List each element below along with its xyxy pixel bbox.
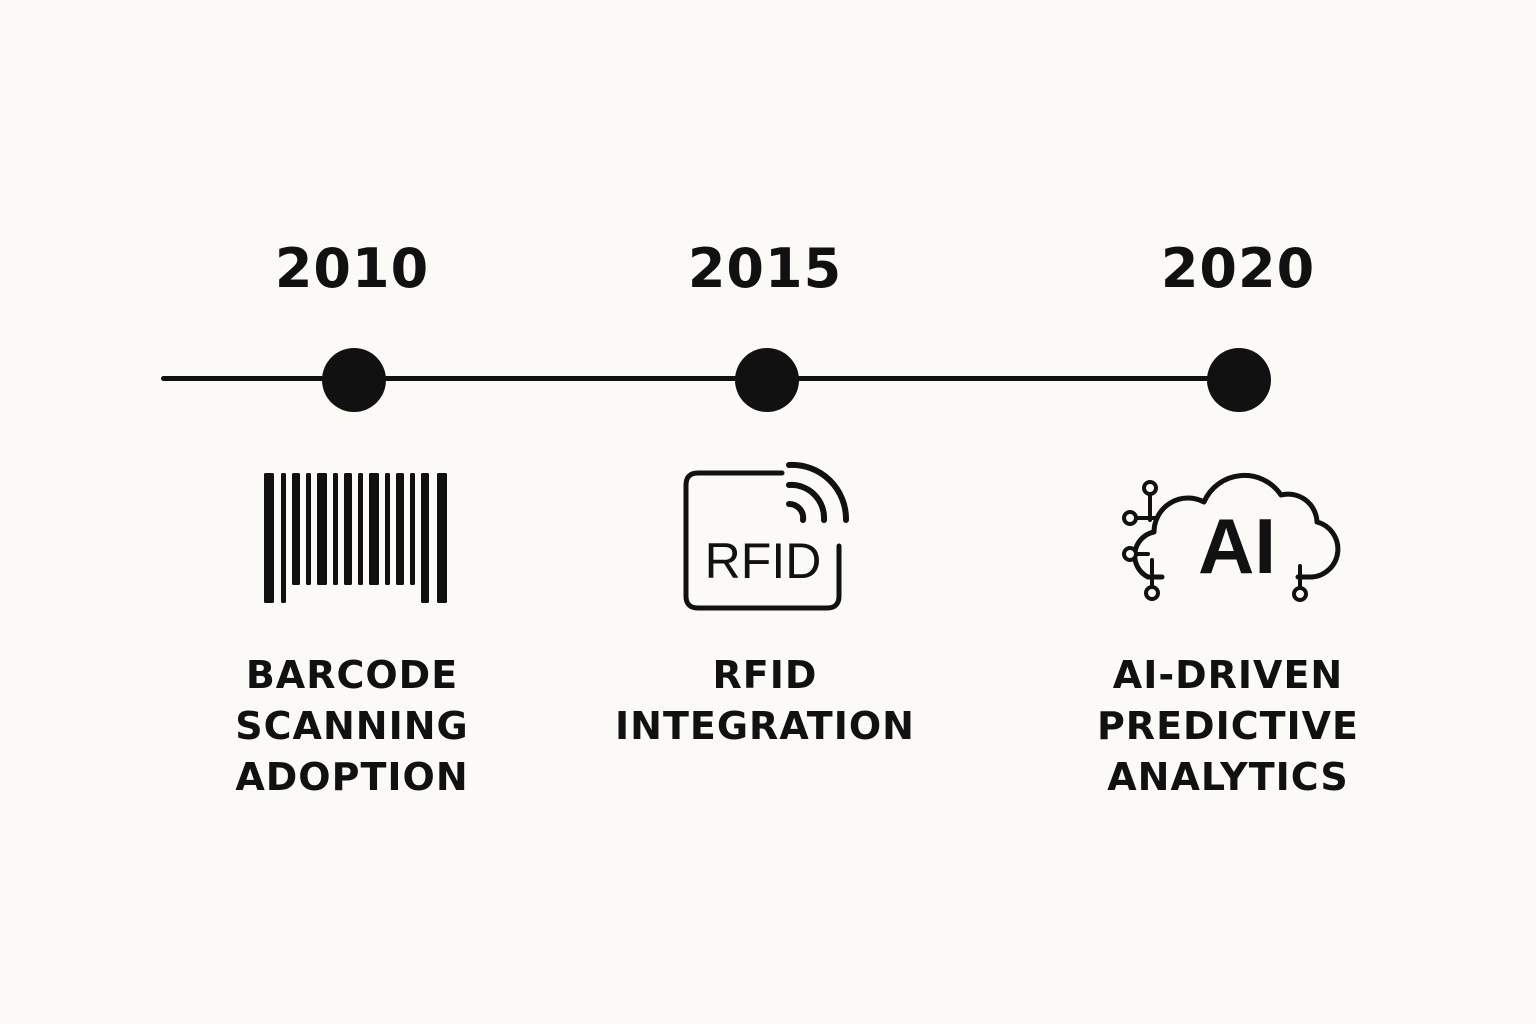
barcode-bar xyxy=(421,473,429,603)
label-line: ADOPTION xyxy=(235,755,469,799)
barcode-bar xyxy=(344,473,352,585)
milestone-label-2015: RFID INTEGRATION xyxy=(555,650,975,752)
rfid-icon-text: RFID xyxy=(705,533,822,589)
barcode-icon xyxy=(264,473,447,603)
label-line: SCANNING xyxy=(235,704,469,748)
barcode-bar xyxy=(396,473,404,585)
label-line: ANALYTICS xyxy=(1107,755,1349,799)
timeline-line xyxy=(161,376,1240,381)
milestone-dot-2015 xyxy=(735,348,799,412)
label-line: PREDICTIVE xyxy=(1096,704,1360,748)
barcode-bar xyxy=(369,473,379,585)
barcode-bar xyxy=(437,473,447,603)
year-2010: 2010 xyxy=(274,237,430,300)
barcode-bar xyxy=(358,473,363,585)
label-line: BARCODE xyxy=(245,653,459,697)
ai-icon-text: AI xyxy=(1198,502,1276,590)
barcode-bar xyxy=(292,473,300,585)
barcode-bar xyxy=(306,473,311,585)
barcode-bar xyxy=(317,473,327,585)
milestone-label-2010: BARCODE SCANNING ADOPTION xyxy=(142,650,562,803)
milestone-dot-2020 xyxy=(1207,348,1271,412)
barcode-bar xyxy=(385,473,390,585)
ai-cloud-icon: AI xyxy=(1122,472,1341,602)
milestone-label-2020: AI-DRIVEN PREDICTIVE ANALYTICS xyxy=(1018,650,1438,803)
label-line: RFID xyxy=(712,653,818,697)
label-line: INTEGRATION xyxy=(615,704,915,748)
barcode-bar xyxy=(333,473,338,585)
barcode-bar xyxy=(410,473,415,585)
year-2015: 2015 xyxy=(687,237,843,300)
year-2020: 2020 xyxy=(1160,237,1316,300)
barcode-bar xyxy=(264,473,274,603)
milestone-dot-2010 xyxy=(322,348,386,412)
rfid-tag-icon: RFID xyxy=(683,461,850,611)
label-line: AI-DRIVEN xyxy=(1112,653,1344,697)
barcode-bar xyxy=(281,473,286,603)
